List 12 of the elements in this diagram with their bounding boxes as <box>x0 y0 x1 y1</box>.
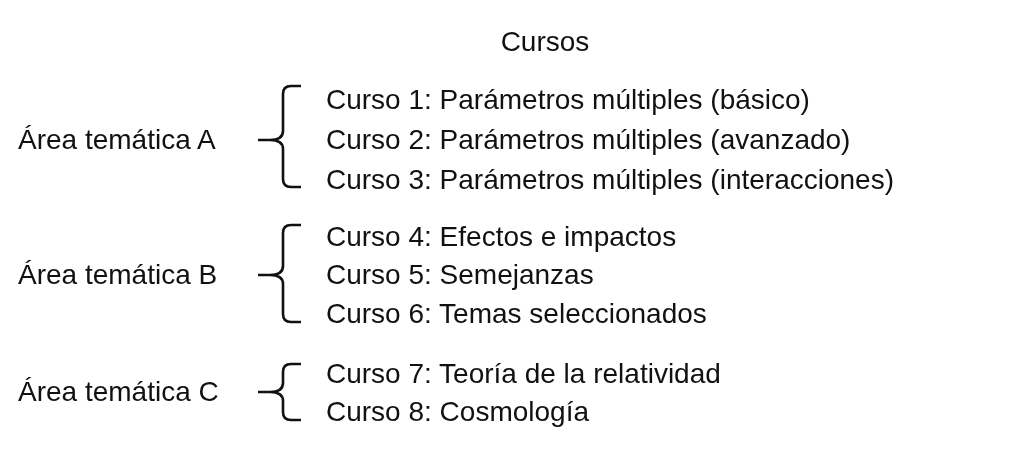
course-label: Curso 1: Parámetros múltiples (básico) <box>326 83 810 117</box>
course-label: Curso 2: Parámetros múltiples (avanzado) <box>326 123 851 157</box>
course-label: Curso 8: Cosmología <box>326 395 589 429</box>
course-label: Curso 6: Temas seleccionados <box>326 297 707 331</box>
course-label: Curso 4: Efectos e impactos <box>326 220 677 254</box>
course-label: Curso 7: Teoría de la relatividad <box>326 357 721 391</box>
area-label: Área temática A <box>18 123 216 157</box>
course-label: Curso 5: Semejanzas <box>326 258 594 292</box>
course-label: Curso 3: Parámetros múltiples (interacciones) <box>326 163 894 197</box>
area-label: Área temática C <box>18 375 219 409</box>
area-label: Área temática B <box>18 258 218 292</box>
title: Cursos <box>500 25 590 59</box>
